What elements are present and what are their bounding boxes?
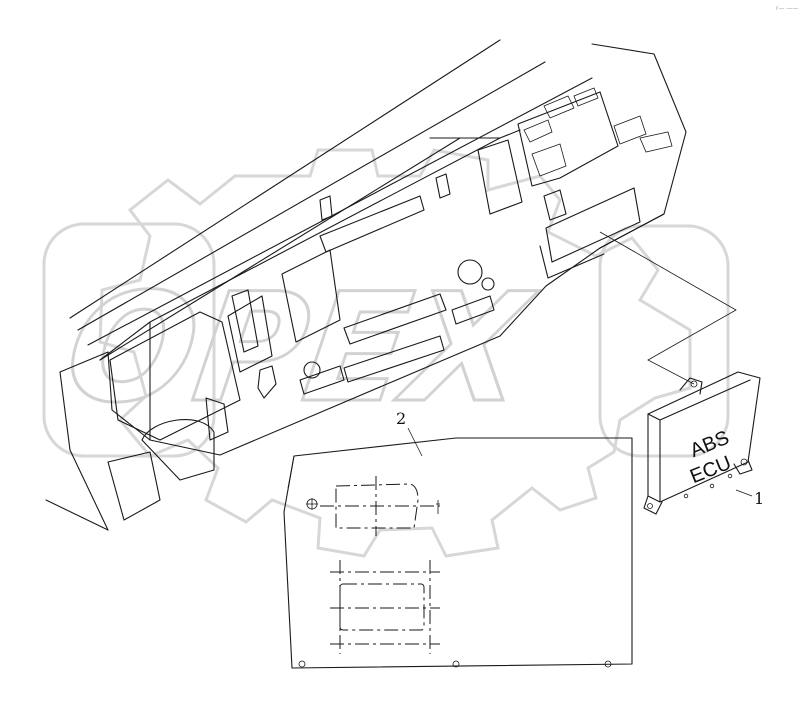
watermark-text: OPEX xyxy=(57,261,544,436)
callout-1: 1 xyxy=(754,489,764,508)
lower-cover-panel xyxy=(283,437,633,669)
watermark-frame-left xyxy=(42,222,216,458)
dashboard xyxy=(45,39,687,531)
radio-unit xyxy=(517,87,673,221)
watermark-frame-right xyxy=(598,224,730,458)
callout-2: 2 xyxy=(396,409,406,428)
callout-1-leader xyxy=(735,489,753,497)
watermark-gear-icon xyxy=(98,148,692,558)
callout-2-leader xyxy=(407,427,423,457)
watermark: OPEX xyxy=(42,148,730,558)
corner-mark: r— —— xyxy=(776,5,798,12)
leader-line-ecu xyxy=(599,231,737,385)
